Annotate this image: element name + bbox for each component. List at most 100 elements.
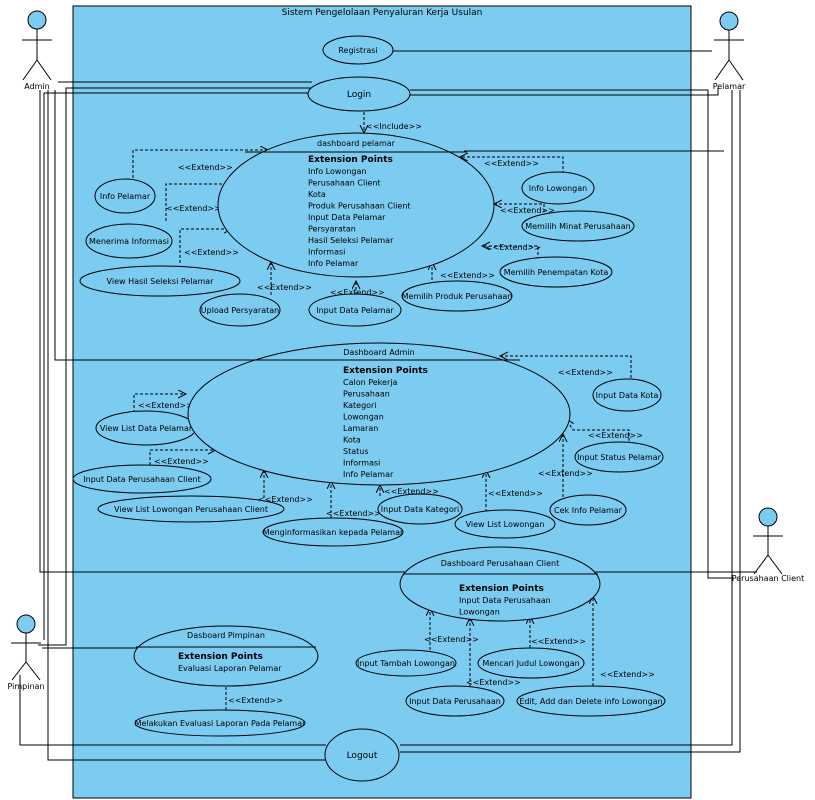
usecase-memilih-minat[interactable] xyxy=(521,210,635,242)
svg-text:<<Extend>>: <<Extend>> xyxy=(384,487,439,496)
usecase-menginformasikan[interactable] xyxy=(262,517,404,547)
svg-text:<<Extend>>: <<Extend>> xyxy=(326,509,381,518)
dashboard-pelamar-ep-heading: Extension Points xyxy=(308,155,393,165)
usecase-menerima-informasi[interactable] xyxy=(85,223,173,259)
svg-text:<<Extend>>: <<Extend>> xyxy=(600,670,655,679)
svg-text:<<Extend>>: <<Extend>> xyxy=(484,159,539,168)
extension-point-item: Persyaratan xyxy=(308,225,356,234)
svg-text:Input Data Perusahaan: Input Data Perusahaan xyxy=(409,697,501,706)
svg-text:<<Extend>>: <<Extend>> xyxy=(538,469,593,478)
svg-text:<<Extend>>: <<Extend>> xyxy=(424,635,479,644)
svg-text:<<Extend>>: <<Extend>> xyxy=(258,495,313,504)
usecase-info-pelamar[interactable] xyxy=(94,178,156,214)
actor-head-icon xyxy=(758,507,778,527)
usecase-upload-persyaratan[interactable] xyxy=(199,293,281,327)
usecase-input-data-kota[interactable] xyxy=(592,378,662,412)
svg-text:<<Extend>>: <<Extend>> xyxy=(558,368,613,377)
svg-text:Registrasi: Registrasi xyxy=(338,46,377,55)
usecase-memilih-produk[interactable] xyxy=(401,280,513,312)
svg-text:Edit, Add dan Delete info Lowo: Edit, Add dan Delete info Lowongan xyxy=(519,697,662,706)
usecase-input-data-kategori[interactable] xyxy=(377,493,463,525)
dashboard-pimpinan-title: Dasboard Pimpinan xyxy=(187,631,265,640)
extension-point-item: Lowongan xyxy=(343,413,384,422)
usecase-input-tambah-lowongan[interactable] xyxy=(355,649,457,677)
usecase-dashboard-perusahaan-client[interactable]: Dashboard Perusahaan Client Extension Po… xyxy=(399,546,601,622)
svg-text:Info Lowongan: Info Lowongan xyxy=(529,184,587,193)
svg-text:<<Extend>>: <<Extend>> xyxy=(138,401,193,410)
svg-text:Melakukan Evaluasi Laporan Pad: Melakukan Evaluasi Laporan Pada Pelamar xyxy=(135,719,307,728)
usecase-mencari-judul-lowongan[interactable] xyxy=(477,647,585,679)
usecase-logout[interactable] xyxy=(324,728,400,782)
svg-text:<<Extend>>: <<Extend>> xyxy=(257,283,312,292)
extension-point-item: Kota xyxy=(343,436,361,445)
svg-text:Input Tambah Lowongan: Input Tambah Lowongan xyxy=(357,659,455,668)
usecase-view-list-lowongan-perusahaan[interactable] xyxy=(97,495,285,523)
usecase-info-lowongan[interactable] xyxy=(521,171,595,205)
svg-text:<<Extend>>: <<Extend>> xyxy=(154,457,209,466)
dashboard-admin-ep-list: Calon PekerjaPerusahaanKategoriLowonganL… xyxy=(343,378,397,479)
dashboard-admin-title: Dashboard Admin xyxy=(343,348,414,357)
svg-text:Menginformasikan kepada Pelama: Menginformasikan kepada Pelamar xyxy=(263,528,404,537)
usecase-cek-info-pelamar[interactable] xyxy=(549,494,627,526)
dashboard-pimpinan-ep-heading: Extension Points xyxy=(178,652,263,662)
extension-point-item: Informasi xyxy=(308,248,345,257)
dashboard-admin-ep-heading: Extension Points xyxy=(343,366,428,376)
dashboard-pelamar-title: dashboard pelamar xyxy=(317,139,396,148)
usecase-labels: Registrasi Login Logout Info Pelamar Men… xyxy=(83,46,662,761)
stereotype-labels: <<Include>> <<Extend>> <<Extend>> <<Exte… xyxy=(138,122,655,705)
actor-head-icon xyxy=(719,11,739,31)
usecase-login[interactable] xyxy=(307,76,411,112)
usecase-input-data-perusahaan-client[interactable] xyxy=(72,464,212,494)
svg-text:View List Lowongan Perusahaan: View List Lowongan Perusahaan Client xyxy=(114,505,268,514)
usecase-edit-add-delete[interactable] xyxy=(516,685,666,717)
extension-point-item: Evaluasi Laporan Pelamar xyxy=(178,664,282,673)
svg-text:Mencari Judul Lowongan: Mencari Judul Lowongan xyxy=(482,659,579,668)
svg-text:Login: Login xyxy=(347,90,371,100)
extension-point-item: Info Lowongan xyxy=(308,167,366,176)
svg-text:Memilih Minat Perusahaan: Memilih Minat Perusahaan xyxy=(525,222,631,231)
usecase-input-status-pelamar[interactable] xyxy=(574,441,664,473)
actor-pimpinan-label: Pimpinan xyxy=(7,682,44,691)
actor-pelamar[interactable] xyxy=(714,11,744,81)
extension-point-item: Calon Pekerja xyxy=(343,378,397,387)
usecase-view-list-lowongan[interactable] xyxy=(454,509,556,539)
svg-text:<<Extend>>: <<Extend>> xyxy=(330,288,385,297)
actor-pimpinan[interactable] xyxy=(11,614,41,681)
svg-text:<<Extend>>: <<Extend>> xyxy=(531,637,586,646)
extension-point-item: Informasi xyxy=(343,459,380,468)
usecase-dashboard-pimpinan[interactable]: Dasboard Pimpinan Extension Points xyxy=(133,625,319,687)
svg-text:<<Extend>>: <<Extend>> xyxy=(184,248,239,257)
actor-perusahaan-client[interactable] xyxy=(753,507,783,575)
svg-text:<<Extend>>: <<Extend>> xyxy=(486,243,541,252)
extension-point-item: Info Pelamar xyxy=(308,259,359,268)
svg-text:Input Data Perusahaan Client: Input Data Perusahaan Client xyxy=(83,475,200,484)
usecase-registrasi[interactable] xyxy=(322,35,394,65)
svg-text:Memilih Produk Perusahaan: Memilih Produk Perusahaan xyxy=(402,292,513,301)
svg-text:View List Lowongan: View List Lowongan xyxy=(466,520,545,529)
svg-text:<<Extend>>: <<Extend>> xyxy=(440,271,495,280)
svg-text:View List Data Pelamar: View List Data Pelamar xyxy=(100,424,193,433)
relationships xyxy=(132,112,632,710)
svg-text:Input Data Kategori: Input Data Kategori xyxy=(381,505,459,514)
extension-point-item: Lamaran xyxy=(343,424,378,433)
extension-point-item: Kategori xyxy=(343,401,377,410)
usecase-melakukan-evaluasi[interactable] xyxy=(134,709,306,737)
usecase-dashboard-pelamar[interactable]: dashboard pelamar Extension Points xyxy=(217,132,495,278)
usecase-input-data-pelamar[interactable] xyxy=(308,293,402,327)
svg-text:Input Status Pelamar: Input Status Pelamar xyxy=(577,453,662,462)
actor-admin-label: Admin xyxy=(24,82,50,91)
usecase-memilih-penempatan[interactable] xyxy=(499,256,613,288)
extension-point-item: Produk Perusahaan Client xyxy=(308,202,411,211)
svg-text:<<Extend>>: <<Extend>> xyxy=(466,678,521,687)
svg-text:<<Include>>: <<Include>> xyxy=(366,122,422,131)
actor-admin[interactable] xyxy=(22,10,52,81)
usecase-input-data-perusahaan[interactable] xyxy=(405,685,505,717)
usecase-view-hasil-seleksi[interactable] xyxy=(79,265,241,297)
dashboard-perusahaan-title: Dashboard Perusahaan Client xyxy=(441,559,559,568)
svg-text:Input Data Pelamar: Input Data Pelamar xyxy=(316,306,394,315)
extension-point-item: Kota xyxy=(308,190,326,199)
svg-text:Input Data Kota: Input Data Kota xyxy=(596,391,659,400)
usecase-dashboard-admin[interactable]: Dashboard Admin Extension Points xyxy=(187,342,571,486)
